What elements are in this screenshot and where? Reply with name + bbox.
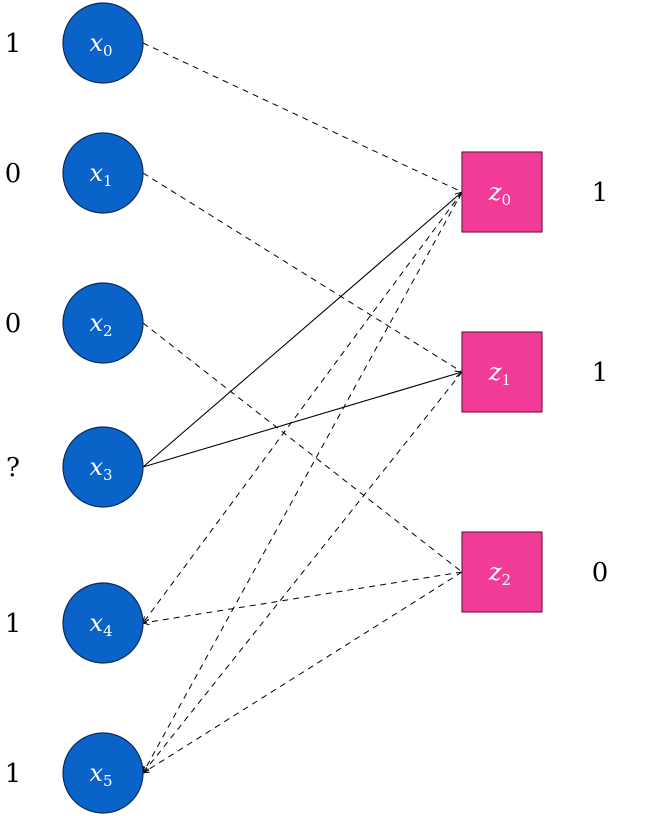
variable-node-x4: x4 1 — [5, 582, 144, 664]
variable-node-circle — [62, 732, 144, 814]
node-index: 1 — [502, 371, 512, 389]
variable-node-circle — [62, 282, 144, 364]
edge-z1-x5 — [143, 371, 463, 773]
variable-node-label: x5 — [89, 759, 112, 790]
variable-node-label: x2 — [89, 309, 112, 340]
node-symbol: x — [89, 453, 103, 481]
edge-z2-x5 — [143, 571, 463, 773]
edge-z2-x4 — [143, 571, 463, 623]
check-value-label: 1 — [592, 358, 609, 388]
node-symbol: x — [89, 609, 103, 637]
edges-layer — [142, 42, 463, 773]
check-node-square — [461, 151, 543, 233]
variable-node-circle — [62, 582, 144, 664]
node-symbol: x — [89, 309, 103, 337]
variable-value-label: 0 — [5, 309, 22, 339]
variable-value-label: 1 — [5, 759, 22, 789]
node-index: 4 — [103, 622, 113, 640]
variable-node-circle — [62, 2, 144, 84]
node-index: 0 — [103, 42, 113, 60]
node-symbol: x — [89, 759, 103, 787]
check-node-label: z0 — [488, 178, 511, 209]
check-node-square — [461, 331, 543, 413]
check-node-label: z1 — [488, 358, 511, 389]
variable-node-circle — [62, 132, 144, 214]
check-node-z2: z2 0 — [461, 531, 609, 613]
node-symbol: z — [488, 178, 502, 206]
node-index: 3 — [103, 466, 113, 484]
variable-value-label: ? — [6, 453, 20, 483]
edge-z0-x5 — [143, 191, 463, 773]
variable-node-x3: x3? — [6, 426, 144, 508]
check-node-square — [461, 531, 543, 613]
variable-node-circle — [62, 426, 144, 508]
node-index: 2 — [502, 571, 512, 589]
node-symbol: z — [488, 358, 502, 386]
variable-node-x2: x2 0 — [5, 282, 144, 364]
node-index: 5 — [103, 772, 113, 790]
node-index: 2 — [103, 322, 113, 340]
edge-x0-z0 — [142, 42, 463, 193]
variable-node-x1: x1 0 — [5, 132, 144, 214]
variable-node-label: x4 — [89, 609, 112, 640]
node-index: 1 — [103, 172, 113, 190]
edge-x3-z0 — [142, 192, 462, 468]
edge-x2-z2 — [142, 322, 463, 573]
check-value-label: 0 — [592, 558, 609, 588]
node-symbol: z — [488, 558, 502, 586]
variable-value-label: 1 — [5, 609, 22, 639]
variable-node-x5: x5 1 — [5, 732, 144, 814]
edge-x1-z1 — [142, 172, 463, 373]
variable-node-label: x3 — [89, 453, 112, 484]
variable-node-label: x1 — [89, 159, 112, 190]
check-value-label: 1 — [592, 178, 609, 208]
variable-value-label: 0 — [5, 159, 22, 189]
variable-node-x0: x0 1 — [5, 2, 144, 84]
edge-x3-z1 — [142, 372, 462, 468]
variable-node-label: x0 — [89, 29, 112, 60]
node-symbol: x — [89, 159, 103, 187]
node-index: 0 — [502, 191, 512, 209]
variable-value-label: 1 — [5, 29, 22, 59]
edge-z0-x4 — [143, 191, 463, 623]
node-symbol: x — [89, 29, 103, 57]
check-node-label: z2 — [488, 558, 511, 589]
check-node-z0: z0 1 — [461, 151, 609, 233]
